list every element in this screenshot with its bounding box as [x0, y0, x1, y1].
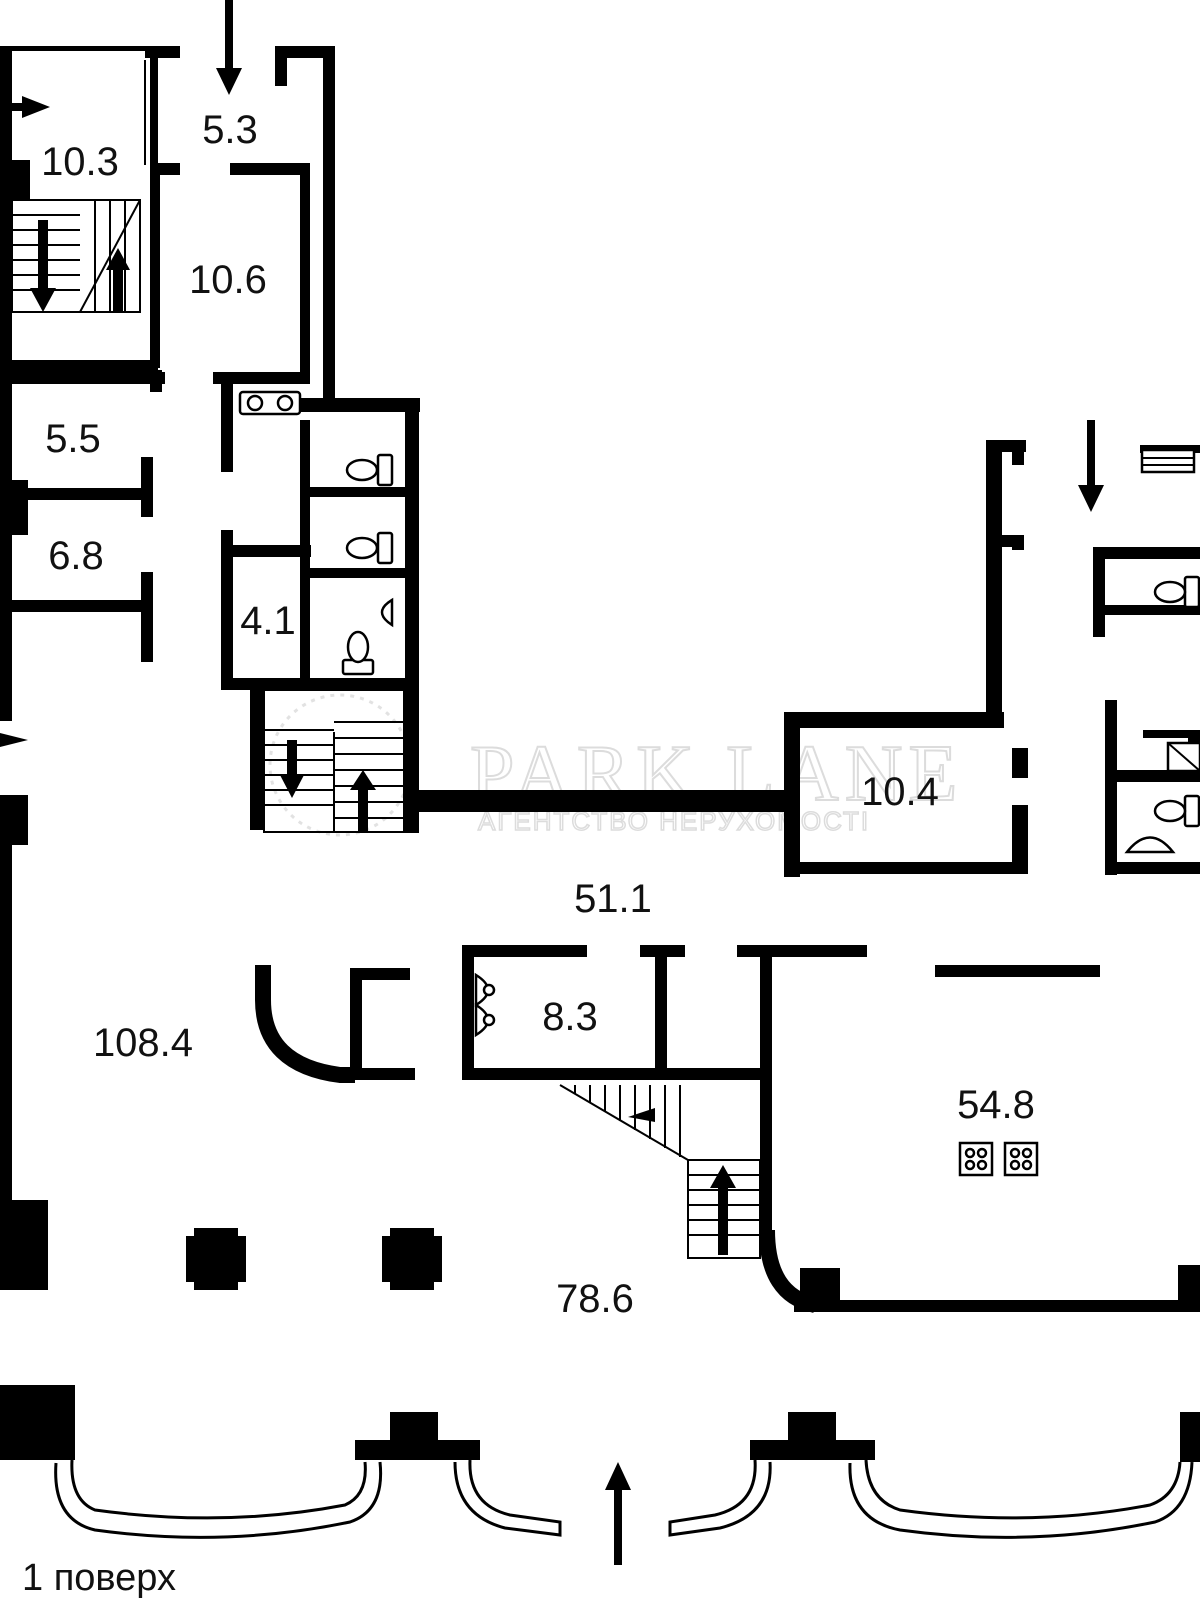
curved-wall-right	[759, 1229, 818, 1313]
room-area-108-4: 108.4	[93, 1021, 193, 1065]
room-labels: 5.3 10.3 10.6 5.5 6.8 4.1 10.4 51.1 108.…	[41, 108, 1035, 1321]
sink-icon	[474, 1002, 496, 1038]
top-left-walls	[0, 46, 180, 1460]
toilet-icon	[1153, 575, 1200, 609]
room-area-5-3: 5.3	[202, 108, 258, 152]
room-area-51-1: 51.1	[574, 877, 652, 921]
shower-icon	[1166, 741, 1200, 773]
room-area-10-6: 10.6	[189, 258, 267, 302]
toilet-icon	[1153, 794, 1200, 828]
facade	[54, 1412, 1200, 1539]
room-area-5-5: 5.5	[45, 417, 101, 461]
room-area-10-4: 10.4	[861, 770, 939, 814]
arrow-right-icon	[0, 96, 50, 118]
central-walls	[405, 440, 1200, 877]
column	[186, 1228, 246, 1290]
room-area-10-3: 10.3	[41, 140, 119, 184]
arrow-down-icon	[216, 0, 242, 95]
curved-wall-left	[255, 965, 355, 1083]
cooktop-icon	[958, 1141, 1039, 1177]
arrow-up-icon	[605, 1462, 631, 1565]
stair-lower	[559, 1084, 761, 1259]
middle-walls	[350, 945, 1200, 1312]
room-area-78-6: 78.6	[556, 1277, 634, 1321]
room-area-4-1: 4.1	[240, 599, 296, 643]
columns	[186, 1228, 442, 1290]
stair-central	[263, 689, 405, 833]
corridor-walls	[213, 46, 420, 833]
column	[382, 1228, 442, 1290]
toilet-icon	[345, 453, 394, 487]
sink-icon	[474, 972, 496, 1008]
entrance-arrows	[0, 0, 1104, 1565]
arrow-right-icon	[0, 733, 28, 747]
arrow-down-icon	[1078, 420, 1104, 512]
room-area-6-8: 6.8	[48, 534, 104, 578]
sanitary-fixtures	[238, 390, 1200, 1038]
room-area-8-3: 8.3	[542, 995, 598, 1039]
stair-top-left	[11, 199, 141, 313]
toilet-icon	[345, 531, 394, 565]
toilet-icon	[341, 630, 375, 676]
floor-label: 1 поверх	[22, 1557, 176, 1599]
room-area-54-8: 54.8	[957, 1083, 1035, 1127]
